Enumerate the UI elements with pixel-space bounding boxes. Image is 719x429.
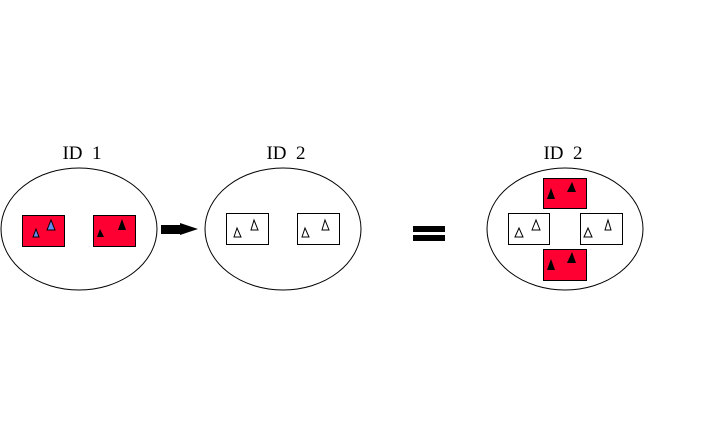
group-ellipse-id2	[204, 167, 362, 291]
triangle-icon	[547, 188, 555, 199]
triangle-icon	[233, 226, 242, 238]
white-box	[226, 213, 269, 245]
triangle-icon	[567, 252, 576, 263]
triangle-icon	[32, 227, 40, 238]
red-box	[22, 215, 65, 247]
group-ellipse-id1	[0, 167, 158, 291]
equals-icon	[413, 226, 445, 241]
triangle-icon	[531, 218, 541, 231]
red-box	[543, 249, 587, 281]
triangle-icon	[250, 218, 259, 231]
label-id2: ID 2	[266, 143, 305, 164]
triangle-icon	[97, 229, 104, 237]
white-box	[580, 213, 623, 245]
arrow-icon	[161, 223, 198, 235]
white-box	[297, 213, 340, 245]
white-box	[508, 213, 550, 245]
red-box	[543, 178, 587, 209]
triangle-icon	[46, 218, 56, 231]
label-id2-result: ID 2	[543, 143, 582, 164]
label-id1: ID 1	[62, 143, 101, 164]
triangle-icon	[547, 259, 555, 270]
triangle-icon	[567, 182, 576, 192]
triangle-icon	[301, 226, 310, 238]
triangle-icon	[118, 219, 126, 230]
triangle-icon	[583, 226, 593, 238]
triangle-icon	[604, 218, 612, 231]
triangle-icon	[514, 226, 524, 238]
triangle-icon	[321, 218, 330, 231]
red-box	[93, 215, 136, 247]
group-ellipse-id2-result	[486, 167, 644, 291]
